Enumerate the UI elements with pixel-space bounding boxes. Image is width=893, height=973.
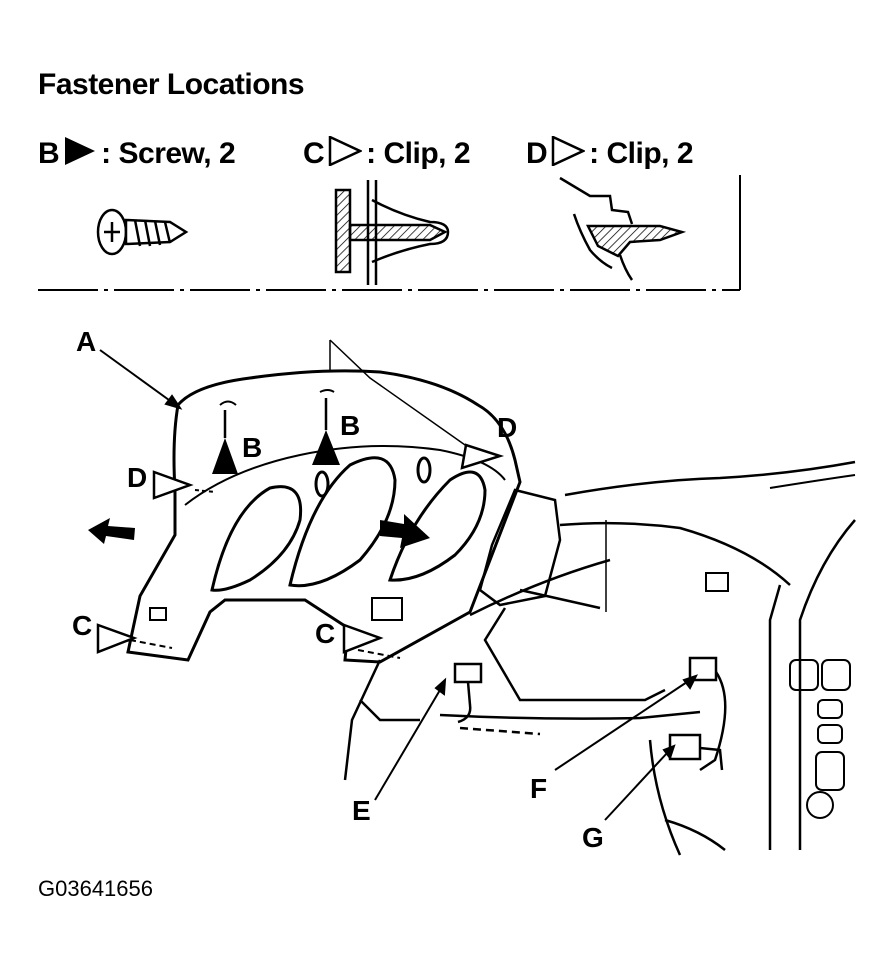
marker-c2 (342, 623, 384, 654)
fastener-box (38, 175, 741, 291)
marker-b2 (312, 398, 340, 465)
legend-item-clip-d: D : Clip, 2 (526, 135, 694, 174)
marker-b1 (212, 410, 238, 474)
figure-id: G03641656 (38, 876, 153, 901)
filled-triangle-icon (63, 136, 97, 174)
callout-f: F (530, 773, 548, 804)
instrument-panel-a (126, 339, 522, 664)
leader-lines (99, 349, 698, 821)
callout-d2: D (497, 412, 518, 443)
legend-letter: B (38, 136, 60, 170)
switch-panel (789, 659, 851, 819)
legend-letter: C (303, 136, 325, 170)
legend-desc: : Clip, 2 (366, 136, 471, 170)
callout-a: A (76, 326, 97, 357)
connector-f (688, 656, 727, 772)
screw-drawing (96, 208, 189, 256)
legend-desc: : Screw, 2 (101, 136, 236, 170)
clip-c-drawing (334, 180, 450, 285)
outline-triangle-icon (551, 135, 587, 174)
marker-d1 (152, 470, 216, 500)
arrow-left-icon (88, 518, 135, 544)
callout-c1: C (72, 610, 93, 641)
callout-b2: B (340, 410, 361, 441)
legend-item-screw-b: B : Screw, 2 (38, 136, 236, 174)
legend-desc: : Clip, 2 (589, 136, 694, 170)
callout-b1: B (242, 432, 263, 463)
callout-d1: D (127, 462, 148, 493)
connector-g (668, 733, 724, 771)
dashboard-body (343, 460, 856, 856)
outline-triangle-icon (328, 135, 364, 174)
connector-e (453, 662, 483, 724)
legend-item-clip-c: C : Clip, 2 (303, 135, 471, 174)
legend-letter: D (526, 136, 548, 170)
callout-c2: C (315, 618, 336, 649)
marker-d2 (460, 443, 505, 470)
arrow-right-icon (380, 514, 430, 548)
page-title: Fastener Locations (38, 68, 305, 101)
clip-d-drawing (559, 176, 687, 281)
callout-g: G (582, 822, 604, 853)
marker-c1 (96, 623, 138, 654)
callout-e: E (352, 795, 371, 826)
